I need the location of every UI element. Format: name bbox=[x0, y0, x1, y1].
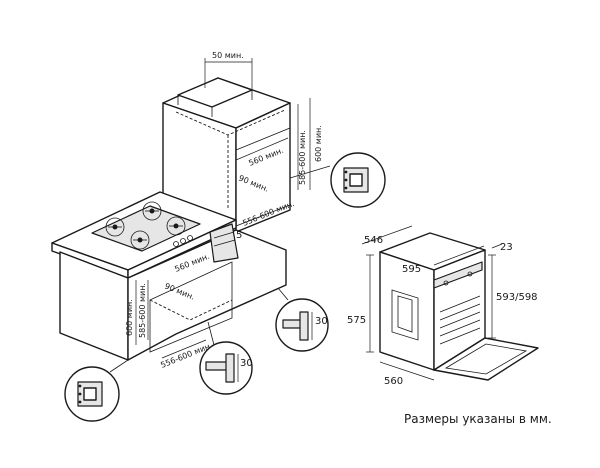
label-upper-height-b: 600 мин. bbox=[314, 125, 323, 162]
detail-30-bottom: 30 bbox=[199, 321, 253, 395]
gas-hob bbox=[91, 201, 201, 252]
dim-top-gap: 50 мин. bbox=[204, 51, 253, 90]
label-30-right: 30 bbox=[315, 316, 328, 327]
dim-upper-height: 585-600 мин. 600 мин. bbox=[297, 98, 323, 190]
oven-unit bbox=[379, 232, 539, 381]
label-oven-body-width: 560 bbox=[384, 376, 403, 387]
label-upper-height-a: 585-600 мин. bbox=[298, 130, 307, 185]
label-oven-front-height: 593/598 bbox=[496, 292, 538, 303]
label-30-bottom: 30 bbox=[240, 358, 253, 369]
label-lower-height-b: 585-600 мин. bbox=[138, 283, 147, 338]
label-oven-front-width: 595 bbox=[402, 264, 421, 275]
label-corner-5: 5 bbox=[236, 230, 242, 241]
label-oven-door: 23 bbox=[500, 242, 513, 253]
label-top-gap: 50 мин. bbox=[212, 51, 244, 60]
label-lower-height-a: 600 мин. bbox=[125, 299, 134, 336]
units-caption: Размеры указаны в мм. bbox=[404, 412, 552, 426]
detail-corner: 5 bbox=[209, 223, 242, 263]
detail-upper-rail bbox=[289, 152, 386, 208]
label-oven-body-height: 575 bbox=[347, 315, 366, 326]
detail-lower-rail bbox=[64, 359, 129, 422]
label-oven-depth: 546 bbox=[364, 235, 383, 246]
detail-30-right: 30 bbox=[275, 287, 329, 352]
dim-oven: 546 595 23 593/598 575 560 bbox=[347, 225, 538, 387]
